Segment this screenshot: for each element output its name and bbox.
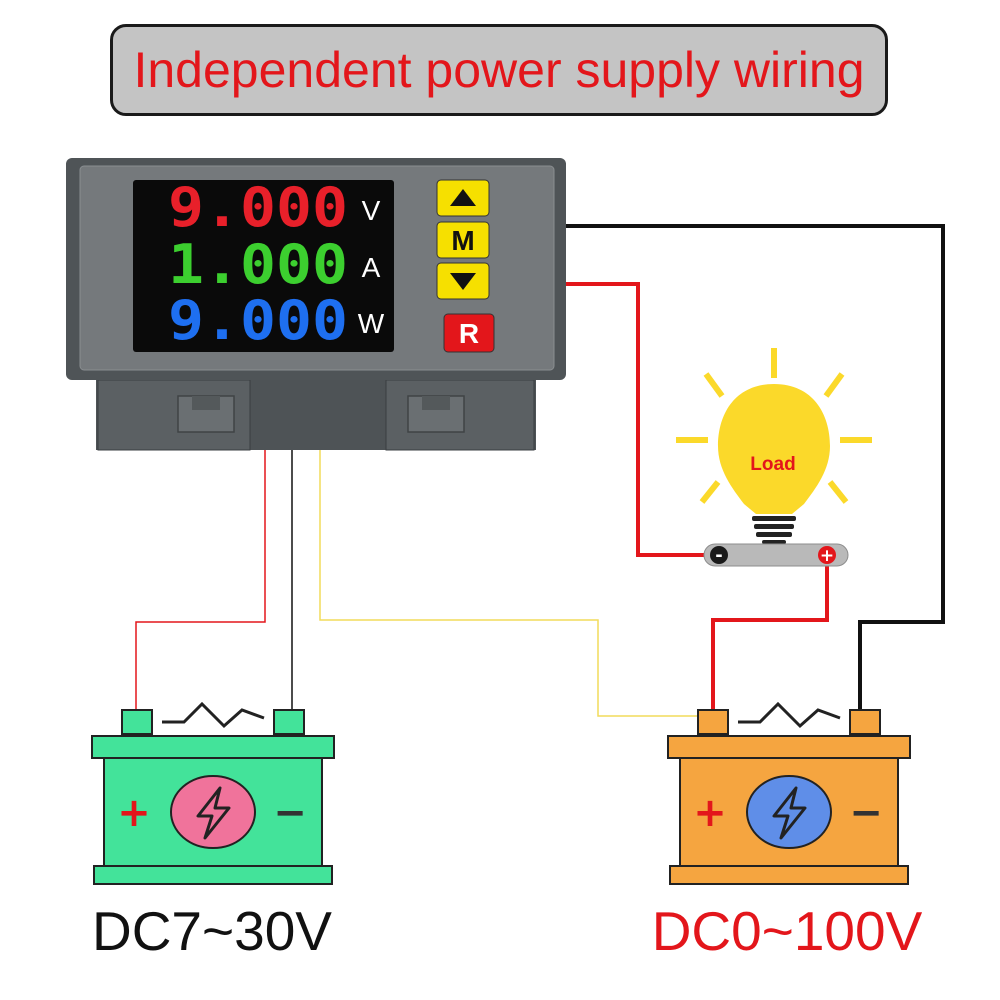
battery-left-label: DC7~30V xyxy=(92,900,332,962)
lightning-icon-circle xyxy=(746,775,832,849)
battery-positive-post xyxy=(121,709,153,735)
reading-unit-a: A xyxy=(362,252,381,283)
lightning-bolt-icon xyxy=(196,786,231,840)
lightning-bolt-icon xyxy=(772,786,807,840)
m-button-face[interactable] xyxy=(436,221,490,259)
triangle-down-button[interactable] xyxy=(436,262,490,300)
load-negative-symbol: - xyxy=(715,545,722,566)
battery-zigzag xyxy=(162,701,265,729)
wire-red-meter-load xyxy=(556,282,717,557)
wires xyxy=(135,224,945,717)
battery-dc0-100v: +− xyxy=(667,701,911,885)
title-banner: Independent power supply wiring xyxy=(110,24,888,116)
m-button[interactable]: M xyxy=(436,221,490,259)
r-button-label: R xyxy=(459,318,479,349)
reading-value-v: 9.000 xyxy=(168,176,348,239)
battery-base xyxy=(93,865,333,885)
light-rays xyxy=(676,348,872,504)
wire-red-thin xyxy=(135,395,266,712)
battery-plus-sign: + xyxy=(693,790,727,836)
triangle-up-button[interactable] xyxy=(436,179,490,217)
battery-lid xyxy=(667,735,911,759)
battery-right-label: DC0~100V xyxy=(652,900,923,962)
battery-plus-sign: + xyxy=(117,790,151,836)
wire-black-thick xyxy=(556,224,945,712)
reading-value-a: 1.000 xyxy=(168,233,348,296)
battery-positive-post xyxy=(697,709,729,735)
wire-red-load-battery xyxy=(711,562,829,712)
r-button-face[interactable] xyxy=(443,313,495,353)
m-button-label: M xyxy=(451,225,474,256)
reading-value-w: 9.000 xyxy=(168,289,348,352)
bulb-glass xyxy=(718,384,830,514)
battery-negative-post xyxy=(849,709,881,735)
meter-screen xyxy=(133,180,394,352)
bulb-base xyxy=(752,516,796,544)
reading-unit-w: W xyxy=(358,308,385,339)
battery-negative-post xyxy=(273,709,305,735)
battery-zigzag xyxy=(738,701,841,729)
battery-minus-sign: − xyxy=(273,790,307,836)
reading-unit-v: V xyxy=(362,195,381,226)
battery-lid xyxy=(91,735,335,759)
load-positive-terminal xyxy=(818,546,836,564)
triangle-down-icon xyxy=(450,273,476,290)
triangle-up-icon xyxy=(450,189,476,206)
battery-base xyxy=(669,865,909,885)
load-label: Load xyxy=(750,454,795,475)
battery-minus-sign: − xyxy=(849,790,883,836)
lightning-icon-circle xyxy=(170,775,256,849)
load-bulb: Load - + xyxy=(676,348,872,567)
load-positive-symbol: + xyxy=(820,546,834,566)
load-terminal-bar xyxy=(703,543,849,567)
battery-dc7-30v: +− xyxy=(91,701,335,885)
page-title: Independent power supply wiring xyxy=(133,42,865,98)
wire-yellow-thin xyxy=(319,398,712,717)
r-button[interactable]: R xyxy=(443,313,495,353)
load-negative-terminal xyxy=(710,546,728,564)
